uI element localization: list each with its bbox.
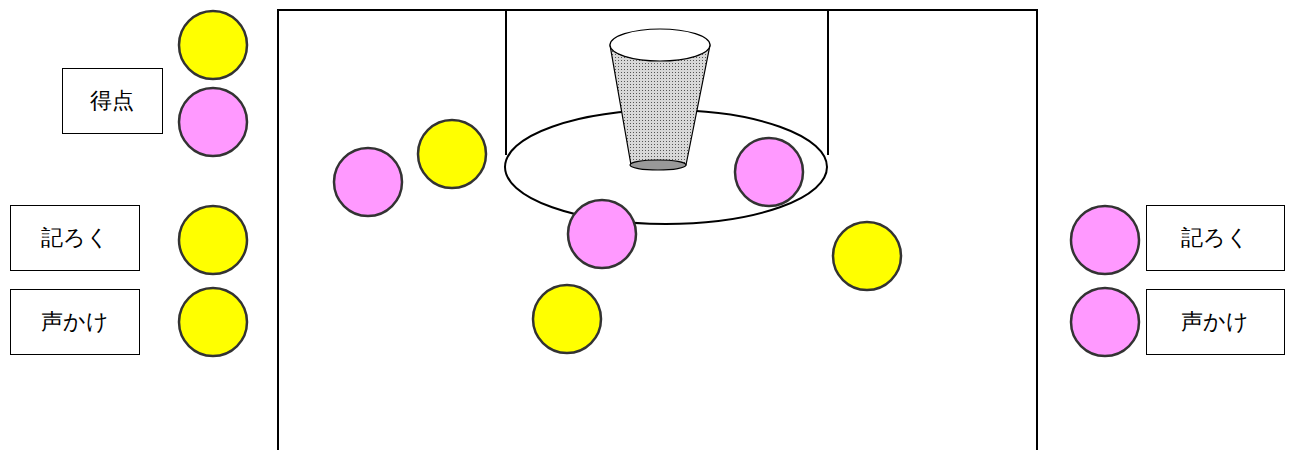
role-label-box: 声かけ <box>10 289 140 355</box>
role-label-box: 得点 <box>62 68 163 134</box>
role-label-box: 記ろく <box>1146 205 1285 271</box>
role-label-box: 声かけ <box>1146 289 1285 355</box>
role-label: 記ろく <box>1181 225 1249 251</box>
goal-cup <box>610 29 710 170</box>
role-label: 声かけ <box>1181 309 1249 335</box>
court-lines <box>278 10 1037 450</box>
player-markers <box>179 11 1139 356</box>
role-label-box: 記ろく <box>10 205 140 271</box>
role-label: 声かけ <box>41 309 109 335</box>
role-label: 得点 <box>90 88 134 114</box>
role-label: 記ろく <box>41 225 109 251</box>
